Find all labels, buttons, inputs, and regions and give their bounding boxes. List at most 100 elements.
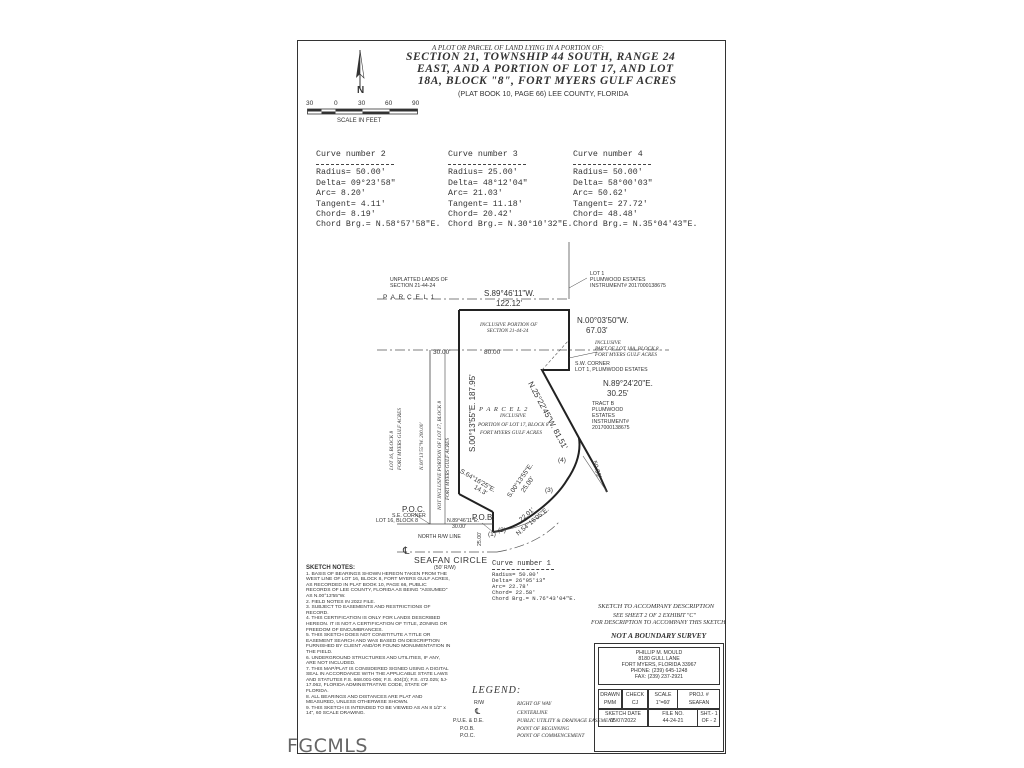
inclusive-section-label: INCLUSIVE PORTION OF	[480, 322, 538, 328]
parcel-2-portion: PORTION OF LOT 17, BLOCK 8	[478, 422, 549, 428]
cell-file	[648, 709, 698, 727]
dim-80: 80.00'	[484, 349, 502, 356]
tract-b-label-2: PLUMWOOD	[592, 407, 624, 413]
title-line-2: SECTION 21, TOWNSHIP 44 SOUTH, RANGE 24	[406, 51, 676, 63]
curve-1-divider	[492, 569, 554, 571]
sw-corner-label-2: LOT 1, PLUMWOOD ESTATES	[575, 367, 648, 373]
west-line-bearing: S.00°13'55"E. 187.95'	[468, 374, 477, 452]
sheet-header: SHT.- 1	[700, 711, 718, 717]
parcel-2-inclusive: INCLUSIVE	[500, 413, 526, 419]
small-distance: 30.00'	[452, 524, 466, 530]
legend-meaning-rw: RIGHT OF WAY	[517, 701, 552, 707]
curve-1-chord: Chord= 22.58'	[492, 589, 536, 597]
sw-corner-label: S.W. CORNER	[575, 361, 610, 367]
scale-tick-2: 30	[358, 100, 366, 107]
curve-1-callout: (1)	[488, 531, 496, 538]
seafan-rw: (50' R/W)	[434, 565, 456, 571]
title-line-3: EAST, AND A PORTION OF LOT 17, AND LOT	[417, 63, 674, 75]
top-line-bearing: S.89°46'11"W.	[484, 289, 535, 298]
cell-date	[598, 709, 648, 727]
sketch-date-header: SKETCH DATE	[605, 711, 641, 717]
legend-title: LEGEND:	[472, 685, 522, 696]
curve-2-delta: Delta= 09°23'58"	[316, 178, 396, 188]
scale-tick-0: 30	[306, 100, 314, 107]
sketch-date-value: 05/07/2022	[610, 718, 636, 724]
note-4: 4. THIS CERTIFICATION IS ONLY FOR LANDS …	[306, 616, 448, 633]
note-2: 2. FIELD NOTES IN 2022 FILE.	[306, 599, 376, 605]
east-line-distance: 67.03'	[586, 326, 608, 335]
curve-4-arc: Arc= 50.62'	[573, 189, 628, 199]
south-rw-curve	[492, 511, 548, 533]
curve-4-divider	[573, 164, 651, 166]
curve-3-callout: (3)	[545, 487, 553, 494]
curve-2-title: Curve number 2	[316, 150, 386, 159]
curve-3-radius: Radius= 25.00'	[448, 168, 518, 178]
north-arrow-icon	[356, 49, 365, 88]
cell-drawn	[598, 689, 622, 709]
firm-name: PHILLIP M. MOULD	[635, 650, 683, 656]
tract-b-label-4: INSTRUMENT#	[592, 419, 629, 425]
parcel-2-subdivision: FORT MYERS GULF ACRES	[480, 430, 542, 436]
curve-4-callout: (4)	[558, 457, 566, 464]
interior-dashed-line	[541, 339, 570, 371]
parcel-1-label: P A R C E L 1	[383, 294, 436, 301]
se-corner-label: S.E. CORNER	[392, 513, 426, 519]
bearing-30-25: N.89°24'20"E.	[603, 379, 653, 388]
curve-table-1: Curve number 1 Radius= 50.00' Delta= 26°…	[492, 560, 576, 603]
curve-3-divider	[448, 164, 526, 166]
not-inclusive-subdivision: FORT MYERS GULF ACRES	[445, 438, 451, 500]
lot1-leader	[568, 277, 588, 289]
lot16-subdivision: FORT MYERS GULF ACRES	[397, 408, 403, 470]
curve-table-4: Curve number 4 Radius= 50.00' Delta= 58°…	[573, 150, 697, 231]
east-line-bearing: N.00°03'50"W.	[577, 316, 629, 325]
curve-4-radius: Radius= 50.00'	[573, 168, 643, 178]
lot16-bearing: N.00°13'55"W. 200.00'	[419, 422, 425, 471]
unplatted-label-2: SECTION 21-44-24	[390, 283, 436, 289]
curve-3-arc: Arc= 21.03'	[448, 189, 503, 199]
note-6: 6. UNDERGROUND STRUCTURES AND UTILITIES,…	[306, 655, 440, 667]
poc-leader	[413, 513, 431, 525]
curve-4-bearing: Chord Brg.= N.35°04'43"E.	[573, 220, 698, 230]
cell-scale	[648, 689, 678, 709]
desc-line-3: FOR DESCRIPTION TO ACCOMPANY THIS SKETCH	[591, 620, 726, 626]
curve-1-arc: Arc= 22.78'	[492, 583, 529, 591]
curve-1-delta: Delta= 26°05'13"	[492, 577, 546, 585]
legend-abbr-pob: P.O.B.	[460, 726, 475, 732]
legend-abbr-poc: P.O.C.	[460, 733, 475, 739]
sketch-notes: SKETCH NOTES: 1. BASIS OF BEARINGS SHOWN…	[306, 565, 451, 717]
curve-3-delta: Delta= 48°12'04"	[448, 178, 528, 188]
poc-label: P.O.C.	[402, 505, 425, 514]
curve-1-radius: Radius= 50.00'	[492, 571, 539, 579]
pob-label: P.O.B.	[472, 513, 495, 522]
project-header: PROJ. #	[689, 692, 709, 698]
curve-2-divider	[316, 164, 394, 166]
se-corner-lot: LOT 16, BLOCK 8	[376, 518, 419, 524]
sketch-notes-heading: SKETCH NOTES:	[306, 565, 356, 571]
cell-check	[622, 689, 648, 709]
lot18a-label-2: PART OF LOT 18A, BLOCK 8,	[595, 346, 660, 352]
curve-4-chord: Chord= 48.48'	[573, 210, 638, 220]
curve-3-chord: Chord= 20.42'	[448, 210, 513, 220]
north-rw-label: NORTH R/W LINE	[418, 534, 461, 540]
curve-3-title: Curve number 3	[448, 150, 518, 159]
firm-city: FORT MYERS, FLORIDA 33967	[621, 662, 697, 668]
curve-1-bearing: Chord Brg.= N.76°43'04"E.	[492, 595, 576, 603]
parcel-2-label: P A R C E L 2	[479, 406, 529, 413]
dim-30: 30.00'	[433, 349, 451, 356]
curve-2-callout: (2)	[498, 527, 506, 534]
scale-tick-3: 60	[385, 100, 393, 107]
east-outer-line	[582, 455, 608, 493]
curve-2-tangent: Tangent= 4.11'	[316, 199, 386, 209]
curve-3-tangent: Tangent= 11.18'	[448, 199, 523, 209]
project-value: SEAFAN	[688, 700, 710, 706]
curve-2-chord: Chord= 8.19'	[316, 210, 376, 220]
file-no-header: FILE NO.	[662, 711, 684, 717]
lot1-instrument: INSTRUMENT# 2017000138675	[590, 283, 666, 289]
centerline-icon: ℄	[403, 546, 410, 557]
note-3: 3. SUBJECT TO EASEMENTS AND RESTRICTIONS…	[306, 605, 431, 616]
curve-2-radius: Radius= 50.00'	[316, 168, 386, 178]
curve-4-tangent: Tangent= 27.72'	[573, 199, 648, 209]
title-block-firm	[598, 647, 720, 685]
curve-4-title: Curve number 4	[573, 150, 643, 159]
legend-meaning-poc: POINT OF COMMENCEMENT	[517, 733, 585, 739]
